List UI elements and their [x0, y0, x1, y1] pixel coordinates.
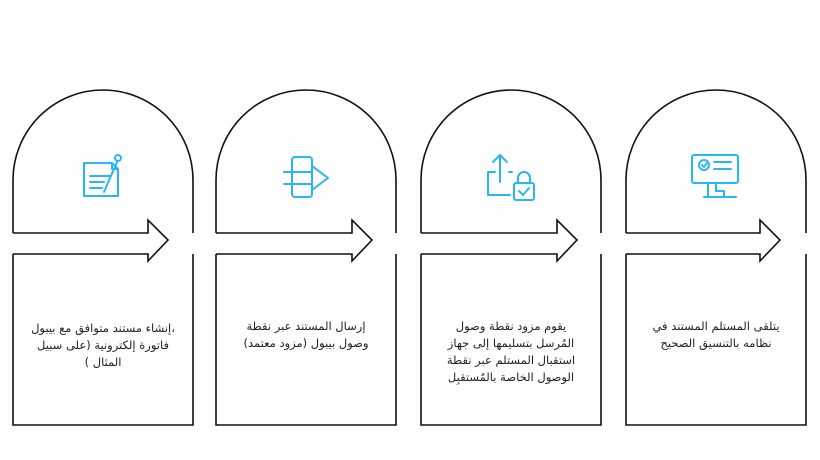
step-1-arch — [12, 89, 194, 233]
step-4-text: يتلقى المستلم المستند في نظامه بالتنسيق … — [652, 319, 780, 350]
step-2-panel — [215, 254, 397, 426]
monitor-check-icon — [691, 154, 739, 198]
step-1-arrow — [13, 218, 170, 263]
step-2 — [215, 89, 397, 426]
step-4-panel — [625, 254, 807, 426]
step-3 — [420, 89, 602, 426]
step-3-arrow — [421, 218, 579, 263]
step-4-arch — [625, 89, 807, 233]
transfer-arrow-icon — [283, 156, 329, 198]
step-4-arrow — [626, 218, 782, 263]
step-1 — [12, 89, 194, 426]
step-2-text: إرسال المستند عبر نقطة وصول بيبول (مزود … — [243, 319, 369, 350]
step-1-text: ،إنشاء مستند متوافق مع بيبول فاتورة إلكت… — [31, 321, 175, 369]
document-edit-icon — [83, 154, 122, 197]
step-3-arch — [420, 89, 602, 233]
step-1-panel — [12, 254, 194, 426]
step-3-panel — [420, 254, 602, 426]
upload-lock-icon — [487, 154, 535, 201]
step-3-text: يقوم مزود نقطة وصول المُرسل بتسليمها إلى… — [446, 319, 576, 384]
step-4 — [625, 89, 807, 426]
step-2-arch — [215, 89, 397, 233]
step-2-arrow — [216, 218, 374, 263]
